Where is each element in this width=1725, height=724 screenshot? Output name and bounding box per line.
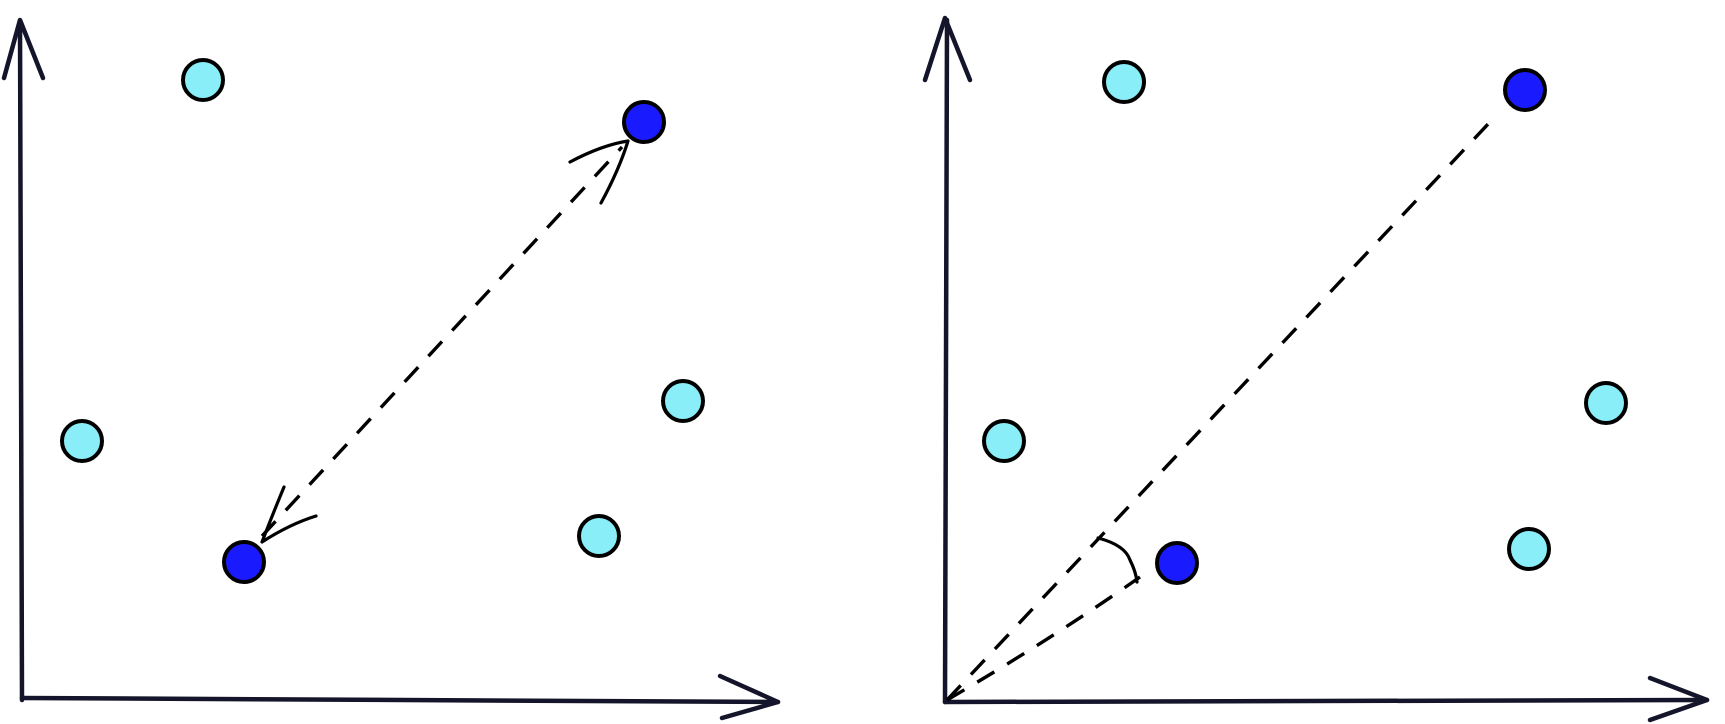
left-arrowhead-upper	[568, 139, 630, 205]
right-point-light-lower-right	[1507, 527, 1551, 571]
right-vector-to-near-point	[946, 575, 1141, 702]
left-point-dark-lower	[222, 540, 266, 584]
right-point-light-top	[1102, 60, 1146, 104]
left-distance-dashed-line	[260, 145, 624, 538]
right-x-axis-arrowhead	[1647, 675, 1710, 723]
right-point-dark-lower	[1155, 541, 1199, 585]
left-points	[60, 58, 705, 584]
right-point-dark-upper	[1503, 68, 1547, 112]
right-point-light-mid-right	[1584, 381, 1628, 425]
left-panel	[1, 17, 781, 721]
left-point-light-mid-left	[60, 419, 104, 463]
right-angle-construction	[945, 120, 1492, 702]
left-y-axis-line	[17, 19, 25, 703]
left-y-axis-arrowhead	[1, 17, 46, 81]
right-points	[982, 60, 1628, 585]
right-angle-arc	[1096, 536, 1139, 584]
left-arrowhead-lower	[260, 485, 318, 544]
left-point-light-mid-right	[661, 379, 705, 423]
left-x-axis-arrowhead	[717, 673, 781, 721]
right-point-light-mid-left	[982, 419, 1026, 463]
left-point-dark-upper	[622, 100, 666, 144]
right-x-axis-line	[942, 697, 1710, 705]
right-axes	[922, 15, 1710, 723]
left-x-axis-line	[19, 695, 781, 705]
right-y-axis-line	[942, 17, 950, 705]
left-point-light-lower-right	[577, 514, 621, 558]
right-vector-to-far-point	[945, 120, 1492, 702]
left-distance-connector	[260, 139, 630, 544]
right-y-axis-arrowhead	[922, 15, 973, 83]
left-point-light-top	[181, 58, 225, 102]
left-axes	[1, 17, 781, 721]
right-panel	[922, 15, 1710, 723]
